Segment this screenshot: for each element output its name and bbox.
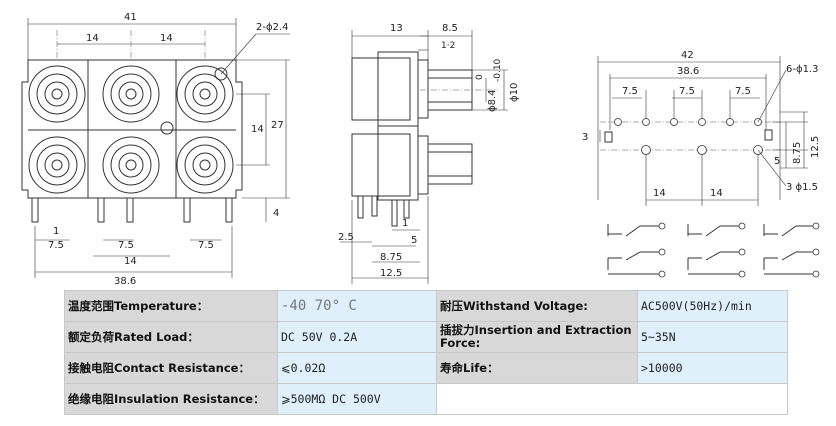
dim-pitch-left: 14 (86, 33, 99, 44)
dim-right-8-75: 8.75 (792, 142, 803, 164)
dim-span-38-6: 38.6 (677, 66, 699, 77)
dim-pin-5: 5 (411, 235, 417, 246)
spec-label-withstand-voltage: 耐压Withstand Voltage: (436, 290, 638, 322)
dim-pin-width: 1 (53, 226, 59, 237)
schematic-symbols (607, 222, 820, 278)
jack-bottom-right (176, 136, 234, 194)
dim-bottom-14-a: 14 (653, 188, 666, 199)
dim-left-3: 3 (582, 132, 588, 143)
technical-drawing: 41 14 14 2-ϕ2.4 27 14 4 1 7.5 7.5 7.5 14… (21, 12, 821, 287)
dim-pin-2-5: 2.5 (338, 232, 354, 243)
dim-right-5: 5 (774, 156, 780, 167)
dim-pin-length: 4 (273, 208, 279, 219)
jack-bottom-middle (102, 136, 160, 194)
spec-value-withstand-voltage: AC500V(50Hz)/min (637, 290, 788, 322)
mount-hole-2 (214, 67, 228, 81)
dim-inner-tol-upper: 0 (475, 74, 485, 80)
dim-pin-8-75: 8.75 (380, 252, 402, 263)
dim-pitch-right: 14 (160, 33, 173, 44)
dim-inner-dia: ϕ8.4 (487, 90, 498, 113)
spec-label-insertion-force: 插拔力Insertion and Extraction Force: (436, 321, 638, 353)
spec-label-life: 寿命Life： (436, 352, 638, 384)
schematic-group-2 (687, 222, 746, 278)
dim-pitch-a: 7.5 (622, 86, 638, 97)
spec-label-temperature: 温度范围Temperature： (64, 290, 278, 322)
dim-pin-offset-2: 7.5 (118, 240, 134, 251)
spec-value-temperature: -40 70° C (277, 290, 437, 322)
jack-bottom-left (28, 136, 86, 194)
pcb-layout: 42 38.6 7.5 7.5 7.5 6-ϕ1.3 3 8.75 12.5 5… (582, 50, 821, 206)
dim-hole-callout-1-5: 3 ϕ1.5 (786, 182, 818, 193)
dim-height-total: 27 (271, 120, 284, 131)
schematic-group-1 (607, 222, 666, 278)
dim-pitch-b: 7.5 (679, 86, 695, 97)
spec-row: 接触电阻Contact Resistance： ⩽0.02Ω 寿命Life： >… (64, 352, 788, 384)
dim-overall-42: 42 (681, 50, 694, 61)
spec-value-insulation-resistance: ⩾500MΩ DC 500V (277, 383, 437, 415)
spec-table: 温度范围Temperature： -40 70° C 耐压Withstand V… (64, 290, 788, 415)
dim-pin-span-total: 38.6 (114, 276, 136, 287)
spec-label-rated-load: 额定负荷Rated Load： (64, 321, 278, 353)
spec-label-contact-resistance: 接触电阻Contact Resistance： (64, 352, 278, 384)
jack-top-left (28, 65, 86, 123)
dim-pin-offset-1: 7.5 (48, 240, 64, 251)
front-pins (31, 197, 233, 223)
dim-pin-offset-3: 7.5 (198, 240, 214, 251)
dim-right-12-5: 12.5 (810, 136, 821, 158)
jack-top-middle (102, 65, 160, 123)
dim-inner-tol-lower: -0.10 (493, 58, 503, 82)
dim-pitch-c: 7.5 (735, 86, 751, 97)
spec-value-insertion-force: 5~35N (637, 321, 788, 353)
dim-depth-12-5: 12.5 (380, 268, 402, 279)
spec-row: 额定负荷Rated Load： DC 50V 0.2A 插拔力Insertion… (64, 321, 788, 353)
spec-row: 温度范围Temperature： -40 70° C 耐压Withstand V… (64, 290, 788, 322)
dim-hole-callout: 2-ϕ2.4 (256, 22, 288, 33)
spec-label-insulation-resistance: 绝缘电阻Insulation Resistance： (64, 383, 278, 415)
side-view: 13 8.5 1·2 ϕ8.4 0 -0.10 ϕ10 2.5 1 5 8.75… (338, 23, 520, 284)
schematic-group-3 (763, 222, 820, 278)
dim-outer-dia: ϕ10 (509, 83, 520, 102)
jack-top-right (176, 65, 234, 123)
dim-flange-1-2: 1·2 (441, 41, 455, 51)
dim-bottom-14-b: 14 (710, 188, 723, 199)
dim-pin-span-14: 14 (124, 256, 137, 267)
dim-hole-callout-1-3: 6-ϕ1.3 (786, 64, 818, 75)
spec-empty-cell (436, 383, 788, 415)
spec-value-rated-load: DC 50V 0.2A (277, 321, 437, 353)
mount-hole-1 (160, 121, 174, 135)
dim-overall-width: 41 (124, 12, 137, 23)
front-view: 41 14 14 2-ϕ2.4 27 14 4 1 7.5 7.5 7.5 14… (21, 12, 290, 287)
dim-depth-13: 13 (390, 23, 403, 34)
spec-value-life: >10000 (637, 352, 788, 384)
dim-row-pitch: 14 (251, 124, 264, 135)
dim-nose-8-5: 8.5 (442, 23, 458, 34)
spec-row: 绝缘电阻Insulation Resistance： ⩾500MΩ DC 500… (64, 383, 788, 415)
dim-pin-1: 1 (402, 218, 408, 229)
spec-value-contact-resistance: ⩽0.02Ω (277, 352, 437, 384)
